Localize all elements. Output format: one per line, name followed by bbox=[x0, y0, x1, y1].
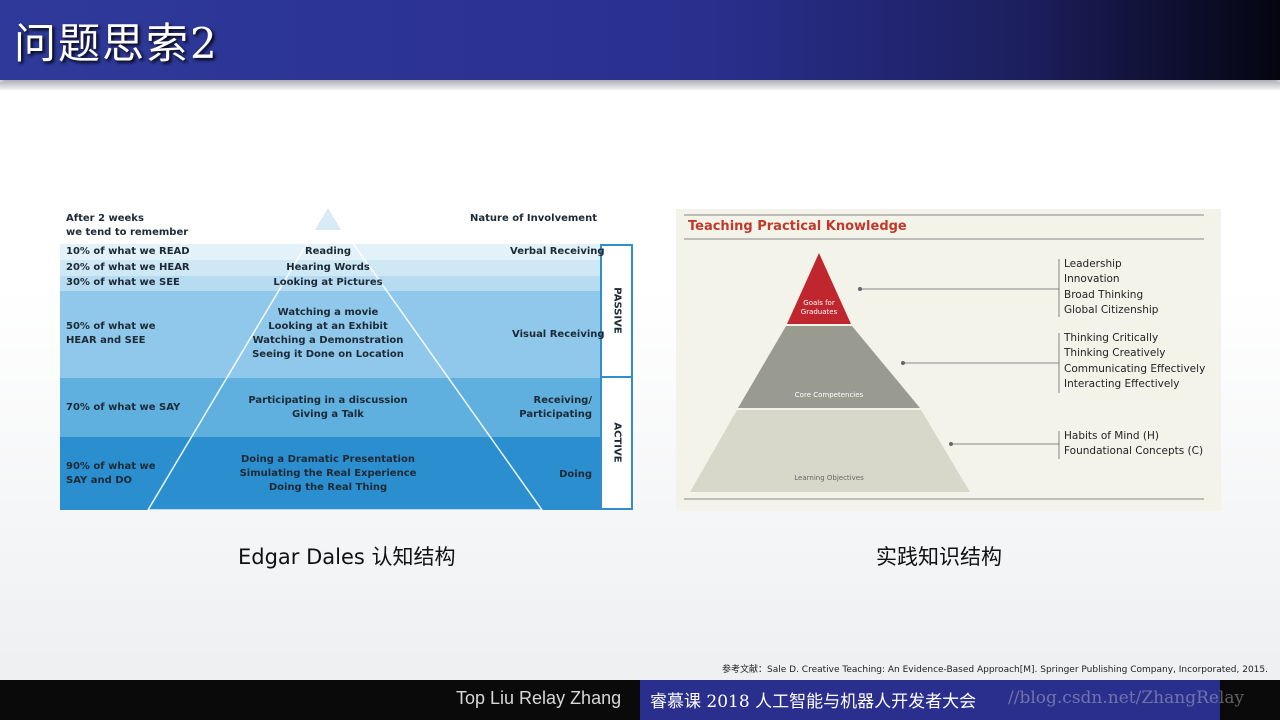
row-4-center: Watching a movie Looking at an Exhibit W… bbox=[252, 307, 404, 360]
active-bracket bbox=[600, 376, 633, 510]
row-1-left: 10% of what we READ bbox=[66, 246, 190, 257]
row-5-right: Receiving/ Participating bbox=[519, 395, 592, 420]
row-1-center: Reading bbox=[304, 246, 352, 257]
title-bar: 问题思索2 bbox=[0, 0, 1280, 80]
teaching-pyramid-graphic bbox=[684, 214, 1204, 500]
cone-band-6 bbox=[60, 437, 600, 510]
tier-3-label: Learning Objectives bbox=[794, 474, 864, 482]
title-divider bbox=[0, 82, 1280, 90]
cone-band-3 bbox=[60, 276, 600, 291]
row-3-left: 30% of what we SEE bbox=[66, 277, 180, 288]
footer-event: 睿慕课 2018 人工智能与机器人开发者大会 bbox=[640, 680, 1220, 720]
cone-band-4 bbox=[60, 291, 600, 378]
cone-outline bbox=[147, 208, 543, 510]
row-1-right: Verbal Receiving bbox=[510, 246, 605, 257]
row-2-center: Hearing Words bbox=[286, 262, 370, 273]
passive-bracket bbox=[600, 244, 633, 378]
dale-cone-figure: After 2 weeks we tend to remember Nature… bbox=[60, 208, 634, 510]
footer-mini-logo bbox=[1222, 684, 1266, 714]
dale-cone-graphic bbox=[60, 208, 633, 510]
row-6-center: Doing a Dramatic Presentation Simulating… bbox=[239, 454, 417, 493]
footer-watermark-url: //blog.csdn.net/ZhangRelay bbox=[1008, 688, 1245, 708]
tier-2-shape bbox=[738, 326, 920, 408]
active-label: ACTIVE bbox=[611, 422, 623, 463]
row-2-left: 20% of what we HEAR bbox=[66, 262, 190, 273]
row-3-center: Looking at Pictures bbox=[273, 277, 383, 288]
pyramid-title: Teaching Practical Knowledge bbox=[688, 219, 907, 234]
caption-right: 实践知识结构 bbox=[876, 545, 1002, 569]
row-5-center: Participating in a discussion Giving a T… bbox=[248, 395, 408, 420]
reference-text: 参考文献：Sale D. Creative Teaching: An Evide… bbox=[722, 665, 1268, 675]
cone-band-2 bbox=[60, 260, 600, 276]
row-6-left: 90% of what we SAY and DO bbox=[66, 461, 156, 486]
tier-2-label: Core Competencies bbox=[794, 391, 864, 399]
teaching-pyramid-figure: Teaching Practical Knowledge Goals for G… bbox=[676, 209, 1221, 511]
remember-header: After 2 weeks we tend to remember bbox=[66, 213, 189, 238]
row-4-right: Visual Receiving bbox=[512, 329, 605, 340]
involvement-header: Nature of Involvement bbox=[470, 213, 597, 224]
footer-authors: Top Liu Relay Zhang bbox=[456, 688, 622, 708]
tier-1-items: Leadership Innovation Broad Thinking Glo… bbox=[1064, 258, 1159, 316]
cone-tip bbox=[315, 208, 341, 230]
cone-band-5 bbox=[60, 378, 600, 437]
row-5-left: 70% of what we SAY bbox=[66, 402, 181, 413]
tier-1-shape bbox=[787, 253, 851, 324]
tier-3-items: Habits of Mind (H) Foundational Concepts… bbox=[1064, 430, 1204, 458]
row-6-right: Doing bbox=[559, 469, 592, 480]
cone-band-1 bbox=[60, 244, 600, 260]
tier-3-shape bbox=[690, 410, 970, 492]
tier-1-label: Goals for Graduates bbox=[800, 299, 838, 316]
footer-bar: Top Liu Relay Zhang 睿慕课 2018 人工智能与机器人开发者… bbox=[0, 680, 1280, 720]
passive-label: PASSIVE bbox=[611, 287, 623, 334]
slide-title: 问题思索2 bbox=[14, 19, 219, 68]
caption-left: Edgar Dales 认知结构 bbox=[238, 545, 456, 569]
tier-2-items: Thinking Critically Thinking Creatively … bbox=[1064, 332, 1206, 390]
row-4-left: 50% of what we HEAR and SEE bbox=[66, 321, 156, 346]
